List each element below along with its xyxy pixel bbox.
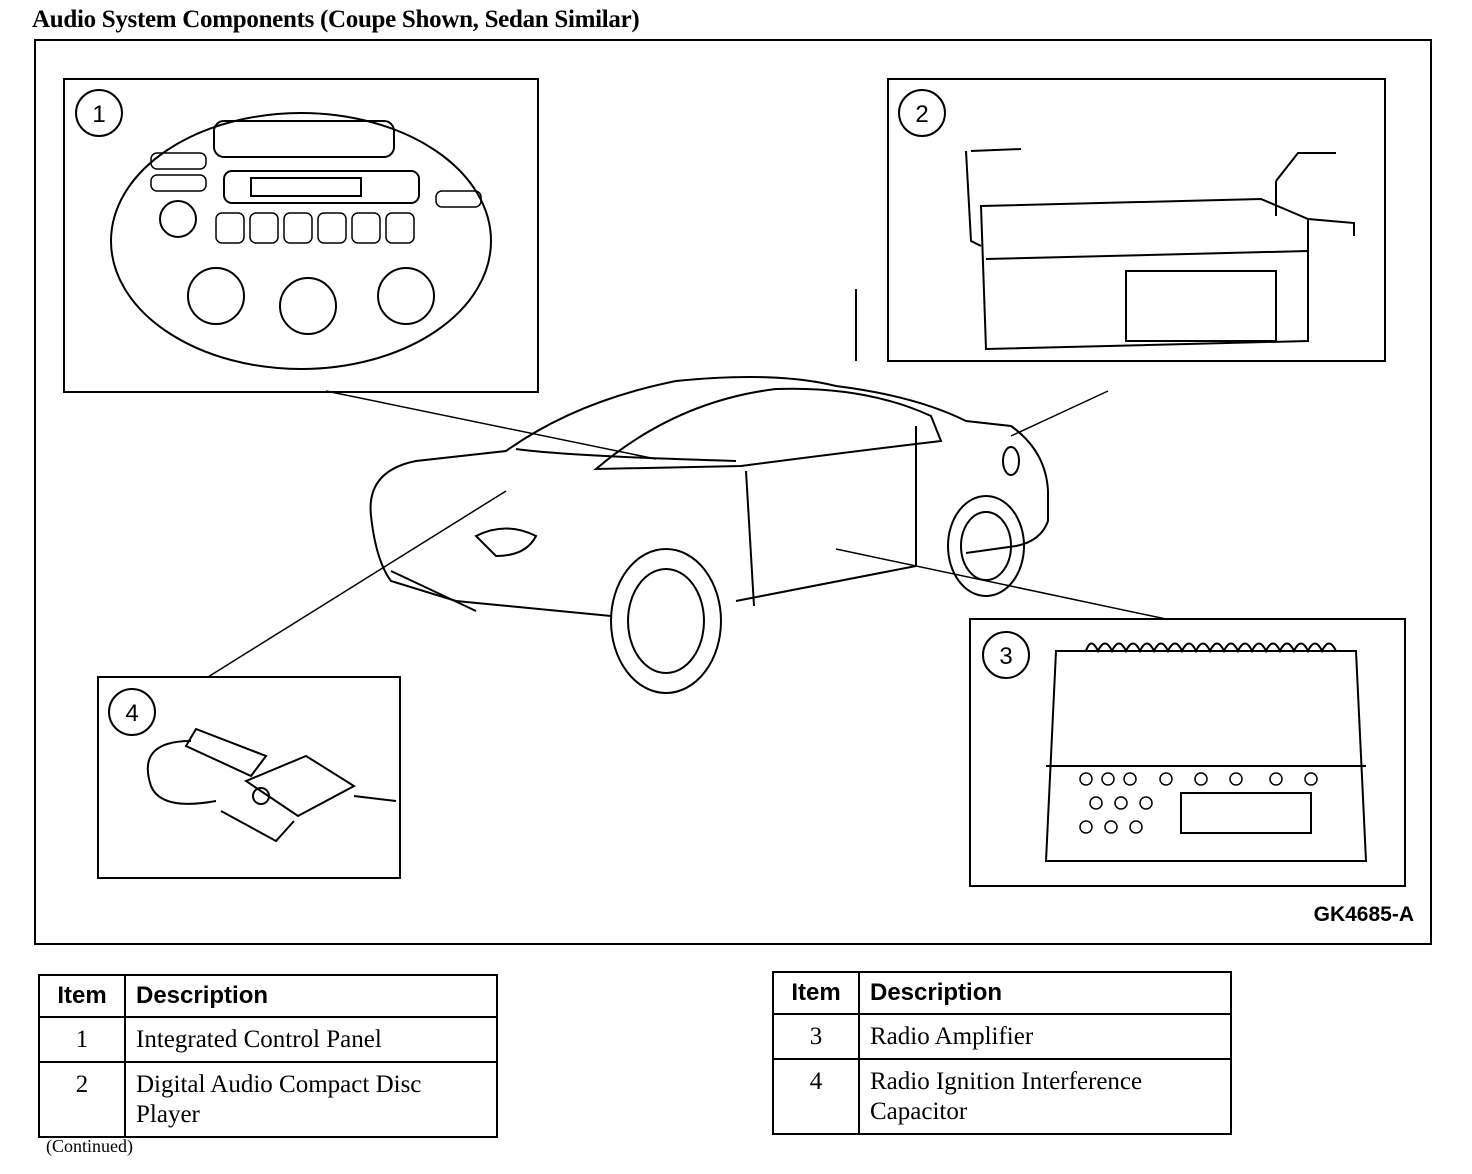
table-row: 2 Digital Audio Compact Disc Player <box>38 1061 498 1138</box>
callout-circle-3 <box>982 631 1030 679</box>
continued-note: (Continued) <box>46 1136 133 1156</box>
legend-table-right: Item Description 3 Radio Amplifier 4 Rad… <box>772 971 1232 1135</box>
callout-circle-2 <box>898 89 946 137</box>
item-number: 3 <box>772 1013 860 1060</box>
table-row: 4 Radio Ignition Interference Capacitor <box>772 1058 1232 1135</box>
callout-number-4: 4 <box>125 700 138 727</box>
callout-box-3: 3 <box>969 618 1406 887</box>
item-description: Radio Ignition Interference Capacitor <box>858 1058 1232 1135</box>
temperature-knob-icon <box>187 267 245 325</box>
coupe-car-illustration <box>369 289 1049 694</box>
callout-circle-1 <box>75 89 123 137</box>
item-description: Radio Amplifier <box>858 1013 1232 1060</box>
cd-changer-icon <box>965 148 1355 351</box>
amplifier-icon <box>1044 642 1368 862</box>
legend-header-row: Item Description <box>38 974 498 1018</box>
header-description: Description <box>858 971 1232 1015</box>
callout-number-1: 1 <box>92 101 105 128</box>
legend-table-left: Item Description 1 Integrated Control Pa… <box>38 974 498 1138</box>
callout-box-4: 4 <box>97 676 401 879</box>
header-description: Description <box>124 974 498 1018</box>
callout-box-2: 2 <box>887 78 1386 362</box>
page-title: Audio System Components (Coupe Shown, Se… <box>32 6 640 33</box>
capacitor-icon <box>146 727 397 843</box>
item-description: Integrated Control Panel <box>124 1016 498 1063</box>
control-panel-bezel-icon <box>110 112 492 370</box>
component-diagram: 1 2 <box>34 39 1432 945</box>
item-number: 4 <box>772 1058 860 1135</box>
callout-number-3: 3 <box>999 643 1012 670</box>
item-description: Digital Audio Compact Disc Player <box>124 1061 498 1138</box>
figure-code: GK4685-A <box>1313 903 1414 926</box>
header-item: Item <box>772 971 860 1015</box>
callout-number-2: 2 <box>915 101 928 128</box>
fan-knob-icon <box>279 277 337 335</box>
header-item: Item <box>38 974 126 1018</box>
headlamp-icon <box>474 527 538 558</box>
diagram-artwork: 1 2 <box>63 78 1406 887</box>
callout-circle-4 <box>108 688 156 736</box>
callout-box-1: 1 <box>63 78 539 393</box>
table-row: 3 Radio Amplifier <box>772 1013 1232 1060</box>
mode-knob-icon <box>377 267 435 325</box>
item-number: 1 <box>38 1016 126 1063</box>
preset-buttons <box>215 212 415 244</box>
leader-lines <box>207 390 1167 678</box>
legend-header-row: Item Description <box>772 971 1232 1015</box>
front-wheel-icon <box>610 548 722 694</box>
table-row: 1 Integrated Control Panel <box>38 1016 498 1063</box>
rear-wheel-icon <box>947 495 1025 597</box>
item-number: 2 <box>38 1061 126 1138</box>
